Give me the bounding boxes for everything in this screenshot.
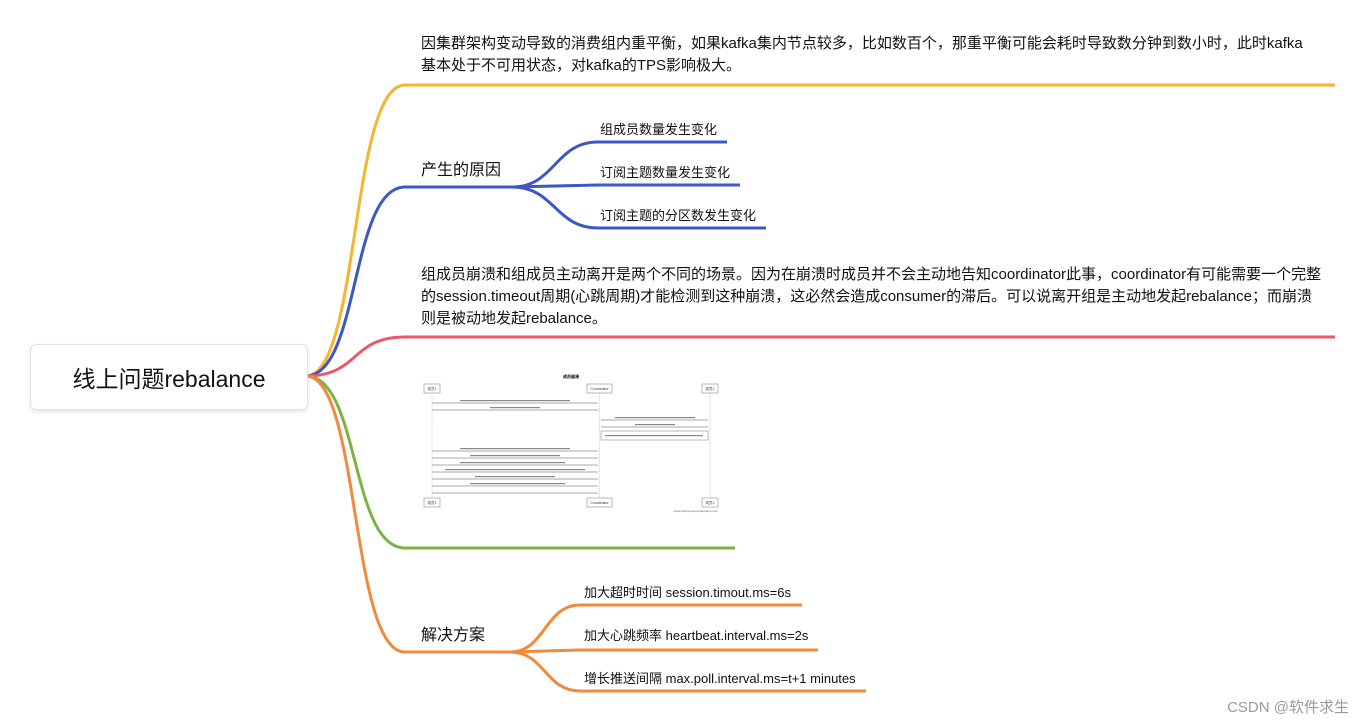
cause-item[interactable]: 订阅主题数量发生变化 [600,164,730,182]
connector-solution-3 [509,650,866,693]
connector-causes [305,185,512,378]
seq-participant-mid-bottom: Coordinator [590,501,609,505]
seq-title: 成员崩溃 [563,373,579,379]
solution-item[interactable]: 加大超时时间 session.timout.ms=6s [584,584,791,602]
seq-participant-left: 成员1 [428,386,437,391]
connector-cause-3 [511,185,766,230]
cause-item-label: 订阅主题数量发生变化 [600,165,731,180]
cause-item-label: 订阅主题的分区数发生变化 [600,208,757,223]
solution-item-label: 加大心跳频率 heartbeat.interval.ms=2s [584,628,809,643]
root-node[interactable]: 线上问题rebalance [30,344,308,410]
solution-item-label: 增长推送间隔 max.poll.interval.ms=t+1 minutes [584,671,856,686]
connector-image [305,374,735,550]
sequence-diagram-image[interactable]: 成员崩溃 成员1 Coordinator 成员2 [420,372,722,514]
seq-participant-right-bottom: 成员2 [706,500,715,505]
solutions-title: 解决方案 [421,627,486,644]
description-node[interactable]: 因集群架构变动导致的消费组内重平衡，如果kafka集内节点较多，比如数百个，那重… [421,33,1316,77]
crash-vs-leave-text: 组成员崩溃和组成员主动离开是两个不同的场景。因为在崩溃时成员并不会主动地告知co… [421,266,1322,327]
solution-item[interactable]: 增长推送间隔 max.poll.interval.ms=t+1 minutes [584,670,856,688]
connector-solution-2 [509,648,818,654]
watermark: CSDN @软件求生 [1227,699,1349,716]
seq-participant-left-bottom: 成员1 [428,500,437,505]
connector-cause-2 [511,183,740,189]
connector-solutions [305,374,510,654]
connector-description [305,83,1335,378]
crash-vs-leave-node[interactable]: 组成员崩溃和组成员主动离开是两个不同的场景。因为在崩溃时成员并不会主动地告知co… [421,264,1326,330]
cause-item[interactable]: 订阅主题的分区数发生变化 [600,207,756,225]
description-text: 因集群架构变动导致的消费组内重平衡，如果kafka集内节点较多，比如数百个，那重… [421,35,1303,74]
solutions-node[interactable]: 解决方案 [421,625,485,647]
connector-cause-1 [511,140,727,189]
seq-footer: www.websequencediagrams.com [673,509,718,513]
connector-solution-1 [509,603,802,654]
solution-item[interactable]: 加大心跳频率 heartbeat.interval.ms=2s [584,627,808,645]
root-title: 线上问题rebalance [72,366,266,392]
causes-title: 产生的原因 [421,162,502,179]
causes-node[interactable]: 产生的原因 [421,160,501,182]
cause-item[interactable]: 组成员数量发生变化 [600,121,717,139]
cause-item-label: 组成员数量发生变化 [600,122,718,137]
seq-participant-mid: Coordinator [590,387,609,391]
seq-participant-right: 成员2 [706,386,715,391]
connector-crash [305,335,1335,378]
solution-item-label: 加大超时时间 session.timout.ms=6s [584,585,791,600]
